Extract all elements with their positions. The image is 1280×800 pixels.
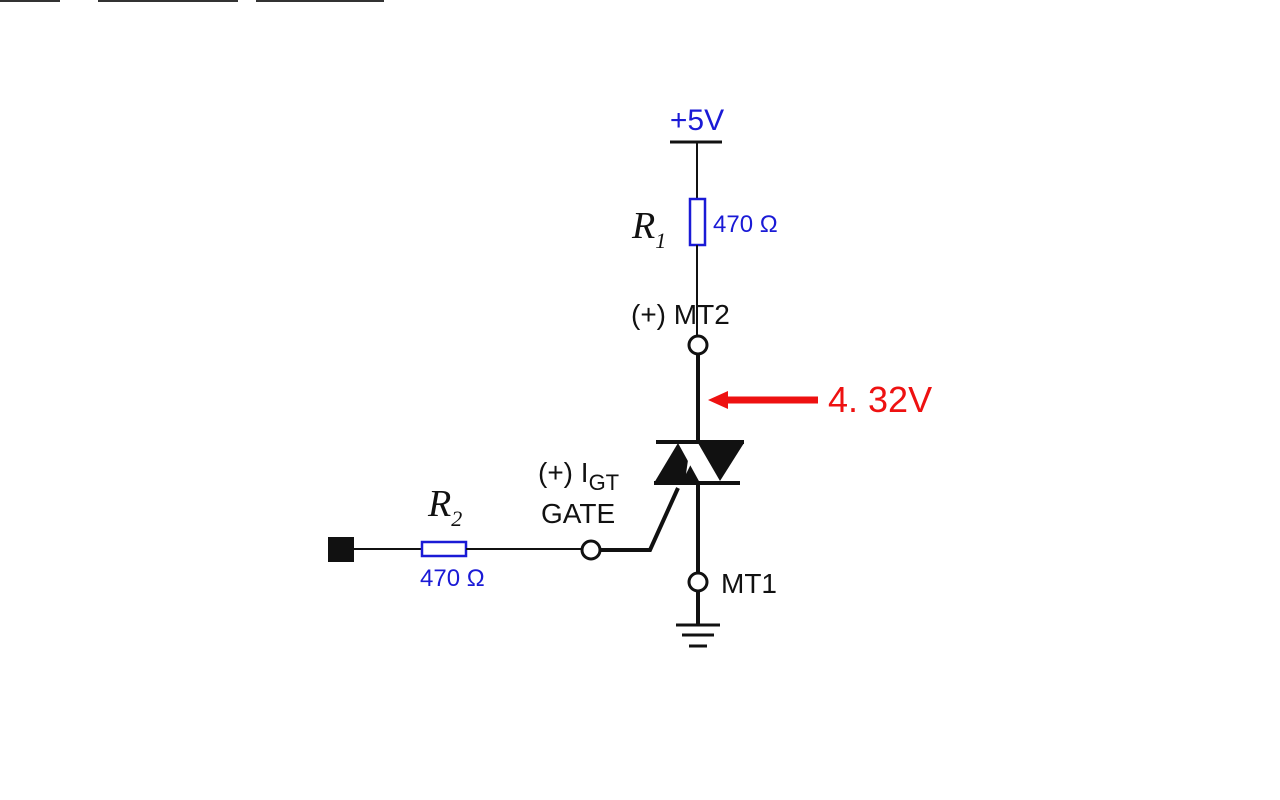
mt1-terminal-icon xyxy=(687,571,709,593)
mt2-terminal-icon xyxy=(687,334,709,356)
r2-name: R xyxy=(427,483,451,525)
r1-label: R1 xyxy=(631,205,666,253)
r1-subscript: 1 xyxy=(655,228,666,253)
r2-value: 470 Ω xyxy=(420,565,485,592)
r2-resistor-icon xyxy=(420,540,468,558)
gate-current-subscript: GT xyxy=(589,470,620,495)
top-edge-artifacts xyxy=(0,0,384,2)
r1-resistor-icon xyxy=(688,197,707,247)
r1-value: 470 Ω xyxy=(713,211,778,238)
measured-voltage: 4. 32V xyxy=(828,379,932,420)
gate-label: GATE xyxy=(541,498,615,529)
arrow-left-icon xyxy=(708,391,818,409)
r1-name: R xyxy=(631,205,655,247)
mt2-label: (+) MT2 xyxy=(631,299,730,330)
gate-current-prefix: (+) I xyxy=(538,457,589,488)
supply-voltage-label: +5V xyxy=(670,104,724,137)
triac-icon xyxy=(654,440,744,485)
gate-current-label: (+) IGT xyxy=(538,457,619,495)
gate-terminal-icon xyxy=(580,539,602,561)
gate-lead-wire xyxy=(600,487,680,552)
ground-icon xyxy=(676,623,720,648)
mt1-label: MT1 xyxy=(721,568,777,599)
supply-rail xyxy=(670,140,722,199)
r2-subscript: 2 xyxy=(451,506,462,531)
square-terminal-icon xyxy=(328,537,354,562)
r2-label: R2 xyxy=(427,483,462,531)
